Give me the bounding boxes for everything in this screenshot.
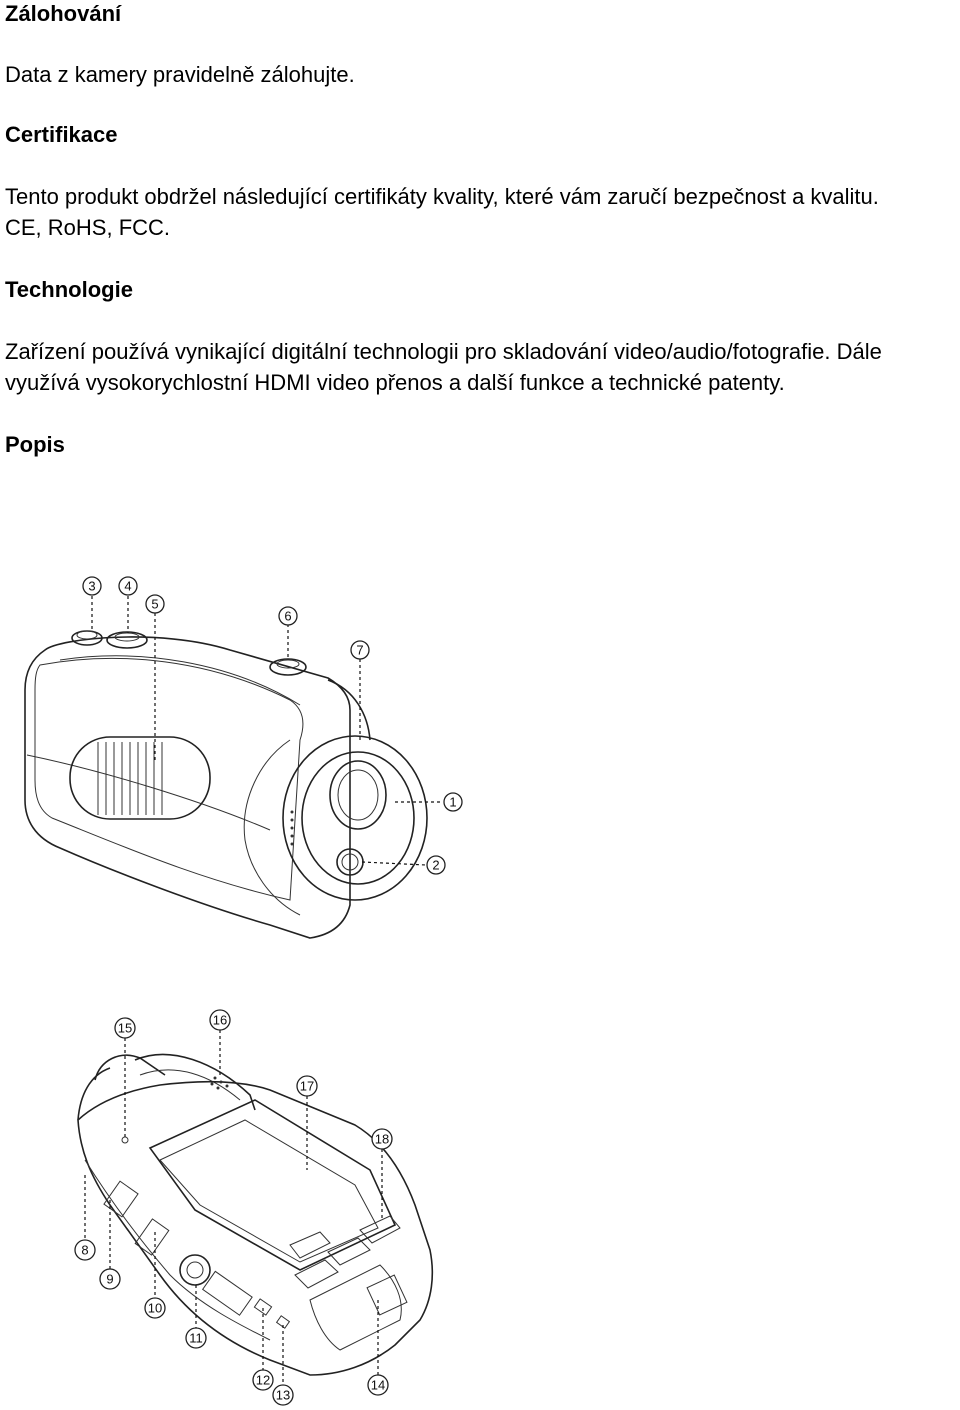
technology-text-line-1: Zařízení používá vynikající digitální te… bbox=[5, 339, 882, 364]
camera-back-view: 15 16 17 18 8 9 10 11 12 13 14 bbox=[74, 1009, 434, 1406]
callout-12: 12 bbox=[252, 1369, 274, 1391]
callout-3: 3 bbox=[82, 576, 102, 596]
svg-text:4: 4 bbox=[124, 579, 131, 594]
backup-text: Data z kamery pravidelně zálohujte. bbox=[5, 62, 355, 87]
technology-text-line-2: využívá vysokorychlostní HDMI video přen… bbox=[5, 370, 785, 395]
svg-text:10: 10 bbox=[148, 1301, 162, 1316]
section-heading-technology: Technologie bbox=[5, 277, 133, 302]
callout-10: 10 bbox=[144, 1297, 166, 1319]
svg-text:1: 1 bbox=[449, 795, 456, 810]
callout-17: 17 bbox=[296, 1075, 318, 1097]
callout-7: 7 bbox=[350, 640, 370, 660]
callout-8: 8 bbox=[74, 1239, 96, 1261]
svg-text:9: 9 bbox=[106, 1272, 113, 1287]
svg-text:7: 7 bbox=[356, 643, 363, 658]
certification-text-line-1: Tento produkt obdržel následující certif… bbox=[5, 184, 879, 209]
callout-14: 14 bbox=[367, 1374, 389, 1396]
section-heading-description: Popis bbox=[5, 432, 65, 457]
svg-text:17: 17 bbox=[300, 1079, 314, 1094]
section-heading-backup: Zálohování bbox=[5, 1, 122, 26]
callout-1: 1 bbox=[443, 792, 463, 812]
section-heading-certification: Certifikace bbox=[5, 122, 118, 147]
callout-9: 9 bbox=[99, 1268, 121, 1290]
certification-text-line-2: CE, RoHS, FCC. bbox=[5, 215, 171, 240]
svg-text:15: 15 bbox=[118, 1021, 132, 1036]
svg-text:2: 2 bbox=[432, 858, 439, 873]
svg-text:5: 5 bbox=[151, 597, 158, 612]
svg-text:13: 13 bbox=[276, 1388, 290, 1403]
camera-diagram: 3 4 5 6 7 1 2 bbox=[24, 576, 463, 1406]
svg-text:16: 16 bbox=[213, 1013, 227, 1028]
svg-text:12: 12 bbox=[256, 1373, 270, 1388]
svg-text:11: 11 bbox=[189, 1331, 203, 1346]
callout-13: 13 bbox=[272, 1384, 294, 1406]
callout-6: 6 bbox=[278, 606, 298, 626]
callout-18: 18 bbox=[371, 1128, 393, 1150]
svg-text:18: 18 bbox=[375, 1132, 389, 1147]
callout-2: 2 bbox=[426, 855, 446, 875]
svg-text:8: 8 bbox=[81, 1243, 88, 1258]
callout-16: 16 bbox=[209, 1009, 231, 1031]
callout-4: 4 bbox=[118, 576, 138, 596]
svg-text:6: 6 bbox=[284, 609, 291, 624]
callout-15: 15 bbox=[114, 1017, 136, 1039]
callout-11: 11 bbox=[185, 1327, 207, 1349]
callout-5: 5 bbox=[145, 594, 165, 614]
camera-front-view: 3 4 5 6 7 1 2 bbox=[24, 576, 463, 939]
svg-text:3: 3 bbox=[88, 579, 95, 594]
svg-text:14: 14 bbox=[371, 1378, 385, 1393]
